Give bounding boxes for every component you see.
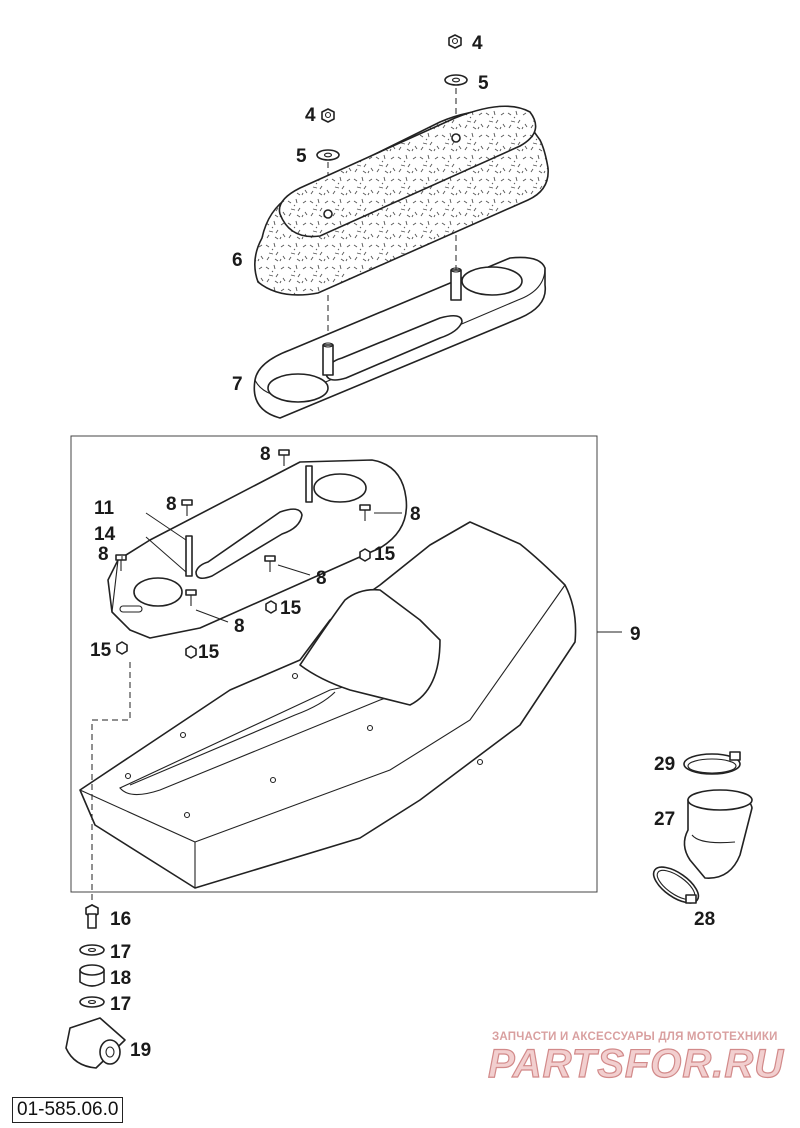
nut-15-a [359,548,371,562]
callout-19: 19 [130,1040,151,1061]
watermark-logo: PARTSFOR.RU [487,1041,785,1086]
callout-15: 15 [198,642,220,663]
clamp-28 [652,866,700,904]
washer-5-top [444,74,468,86]
callout-18: 18 [110,968,131,989]
callout-11: 11 [94,498,115,519]
callout-7: 7 [232,374,243,395]
rubber-bushing-18 [79,964,105,987]
callout-6: 6 [232,250,243,271]
callout-8: 8 [98,544,109,565]
washer-17-bottom [79,996,105,1008]
callout-8: 8 [260,444,271,465]
clamp-29 [683,751,741,775]
callout-27: 27 [654,809,675,830]
callout-15: 15 [374,544,396,565]
callout-15: 15 [280,598,302,619]
callout-4: 4 [472,33,483,54]
callout-17: 17 [110,942,131,963]
callout-8: 8 [234,616,245,637]
stud-top [305,465,313,503]
screw-8-c [115,554,127,571]
diagram-reference-number: 01-585.06.0 [12,1097,124,1123]
screw-8-d [359,504,371,521]
callout-8: 8 [166,494,177,515]
callout-5: 5 [296,146,307,167]
screw-8-e [264,555,276,572]
screw-8-f [185,589,197,606]
air-filter-foam-6 [254,105,549,296]
spacer-19 [65,1017,126,1069]
callout-4: 4 [305,105,316,126]
callout-8: 8 [410,504,421,525]
callout-17: 17 [110,994,131,1015]
nut-4-left [321,108,335,123]
bolt-16 [85,904,99,929]
airbox-housing-9 [79,521,577,889]
nut-15-c [185,645,197,659]
leader-lines [121,512,402,623]
mounting-plate [107,459,408,639]
washer-17-top [79,944,105,956]
watermark-tagline: ЗАПЧАСТИ И АКСЕССУАРЫ ДЛЯ МОТОТЕХНИКИ [492,1031,778,1043]
assembly-frame-9 [70,435,598,893]
washer-5-left [316,149,340,161]
nut-15-b [265,600,277,614]
callout-29: 29 [654,754,675,775]
callout-16: 16 [110,909,131,930]
nut-4-top [448,34,462,49]
callout-9: 9 [630,624,641,645]
callout-14: 14 [94,524,116,545]
callout-15: 15 [90,640,112,661]
screw-8-b [181,499,193,516]
screw-8-a [278,449,290,466]
callout-28: 28 [694,909,715,930]
filter-base-plate-7 [253,256,547,419]
callout-5: 5 [478,73,489,94]
stud-11 [185,535,193,577]
intake-boot-27 [683,789,753,879]
callout-8: 8 [316,568,327,589]
nut-15-d [116,641,128,655]
